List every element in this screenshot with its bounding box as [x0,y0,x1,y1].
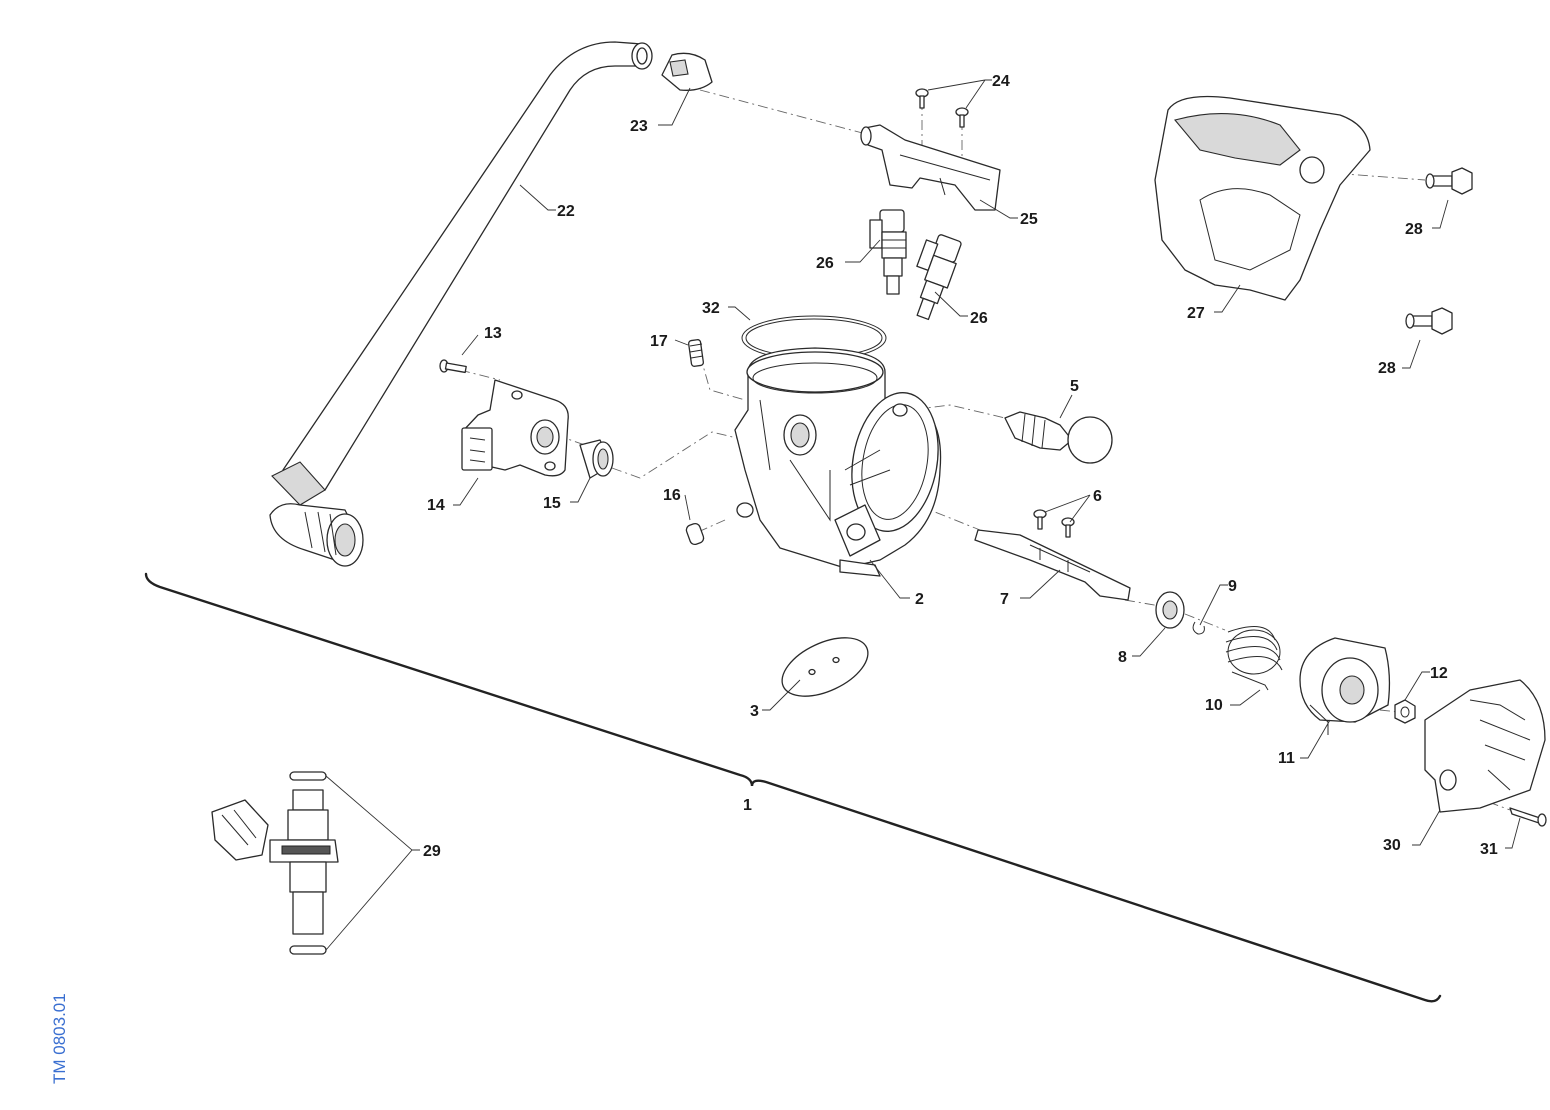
assembly-bracket [144,572,1442,1003]
hose-part-22 [269,41,653,567]
callout-17: 17 [650,333,668,350]
document-code: TM 0803.01 [46,992,72,1084]
pulley-part-11 [1299,637,1391,735]
callout-10: 10 [1205,697,1223,714]
screw-part-31 [1509,807,1547,827]
callout-30: 30 [1383,837,1401,854]
sensor-part-14 [461,379,569,477]
callout-28-lower: 28 [1378,360,1396,377]
callout-12: 12 [1430,665,1448,682]
callout-32: 32 [702,300,720,317]
callout-31: 31 [1480,841,1498,858]
callout-16: 16 [663,487,681,504]
bushing-part-15 [579,439,614,479]
cover-part-30 [1424,679,1546,813]
screws-part-6 [1033,509,1075,538]
callout-1: 1 [743,797,752,814]
bolt-part-28-upper [1425,167,1473,195]
callout-25: 25 [1020,211,1038,228]
callout-7: 7 [1000,591,1009,608]
callout-14: 14 [427,497,445,514]
callout-15: 15 [543,495,561,512]
bearing-part-8 [1155,591,1185,629]
idle-valve-part-5 [1004,411,1113,464]
callout-27: 27 [1187,305,1205,322]
callout-24: 24 [992,73,1010,90]
callout-8: 8 [1118,649,1127,666]
callout-29: 29 [423,843,441,860]
injector-part-26-left [869,209,907,295]
hose-clamp-part-23 [661,52,713,91]
pin-part-16 [685,522,705,546]
throttle-shaft-part-7 [974,529,1131,601]
callout-26-right: 26 [970,310,988,327]
screw-part-13 [439,359,467,374]
assembly-axes [459,89,1511,811]
injector-detail-part-29 [211,771,339,955]
callout-22: 22 [557,203,575,220]
callout-13: 13 [484,325,502,342]
set-screw-part-17 [687,339,705,367]
throttle-plate-part-3 [781,637,869,697]
callout-6: 6 [1093,488,1102,505]
callout-11: 11 [1278,750,1295,767]
bolt-part-28-lower [1405,307,1453,335]
leader-lines [325,79,1521,951]
spring-part-10 [1225,626,1283,691]
injector-part-26-right [916,234,962,321]
callouts: 1 2 3 5 6 7 8 9 10 11 12 13 14 15 16 17 … [423,73,1498,860]
callout-9: 9 [1228,578,1237,595]
callout-26-left: 26 [816,255,834,272]
air-box-cover-part-27 [1154,95,1371,301]
throttle-body-part-2 [734,347,942,577]
nut-part-12 [1394,699,1416,724]
callout-3: 3 [750,703,759,720]
callout-2: 2 [915,591,924,608]
callout-23: 23 [630,118,648,135]
fuel-rail-part-25 [860,124,1001,211]
document-code-text: TM 0803.01 [50,993,69,1084]
callout-5: 5 [1070,378,1079,395]
screws-part-24 [915,88,969,128]
callout-28-upper: 28 [1405,221,1423,238]
circlip-part-9 [1192,621,1205,635]
